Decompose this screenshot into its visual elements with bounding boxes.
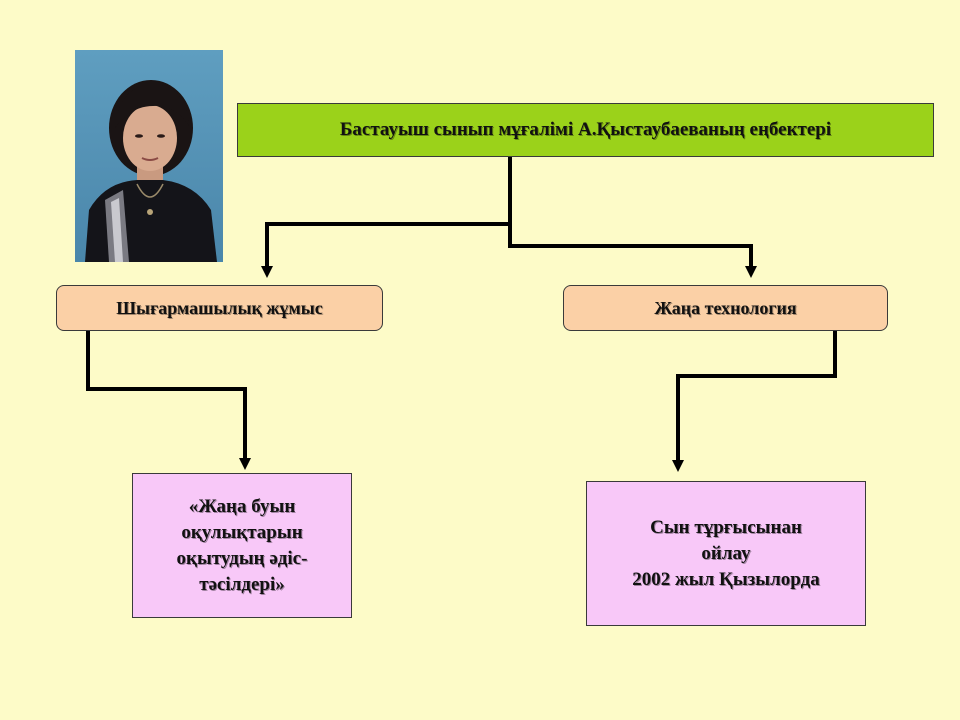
arrowhead-right-branch bbox=[745, 266, 757, 278]
leaf-right-line-2: ойлау bbox=[701, 542, 751, 564]
leaf-box-right: Сын тұрғысынан ойлау 2002 жыл Қызылорда bbox=[586, 481, 866, 626]
title-box: Бастауыш сынып мұғалімі А.Қыстаубаеваның… bbox=[237, 103, 934, 157]
arrowhead-right-leaf bbox=[672, 460, 684, 472]
branch-label-right: Жаңа технология bbox=[654, 297, 797, 318]
connector-left-to-leaf bbox=[86, 331, 247, 460]
arrowhead-left-branch bbox=[261, 266, 273, 278]
connector-title-to-right bbox=[508, 224, 753, 268]
branch-box-creative-work: Шығармашылық жұмыс bbox=[56, 285, 383, 331]
connector-right-to-leaf bbox=[676, 331, 837, 462]
leaf-right-line-3: 2002 жыл Қызылорда bbox=[632, 568, 820, 590]
leaf-left-line-4: тәсілдері» bbox=[199, 573, 285, 595]
leaf-left-line-2: оқулықтарын bbox=[181, 521, 303, 543]
leaf-box-left: «Жаңа буын оқулықтарын оқытудың әдіс- тә… bbox=[132, 473, 352, 618]
branch-label-left: Шығармашылық жұмыс bbox=[116, 297, 323, 318]
leaf-left-line-1: «Жаңа буын bbox=[188, 495, 296, 517]
branch-box-new-technology: Жаңа технология bbox=[563, 285, 888, 331]
leaf-right-line-1: Сын тұрғысынан bbox=[650, 516, 802, 538]
leaf-left-line-3: оқытудың әдіс- bbox=[176, 547, 308, 569]
title-text: Бастауыш сынып мұғалімі А.Қыстаубаеваның… bbox=[339, 119, 832, 140]
arrowhead-left-leaf bbox=[239, 458, 251, 470]
portrait-photo bbox=[75, 50, 223, 262]
connector-title-to-left bbox=[265, 157, 512, 268]
